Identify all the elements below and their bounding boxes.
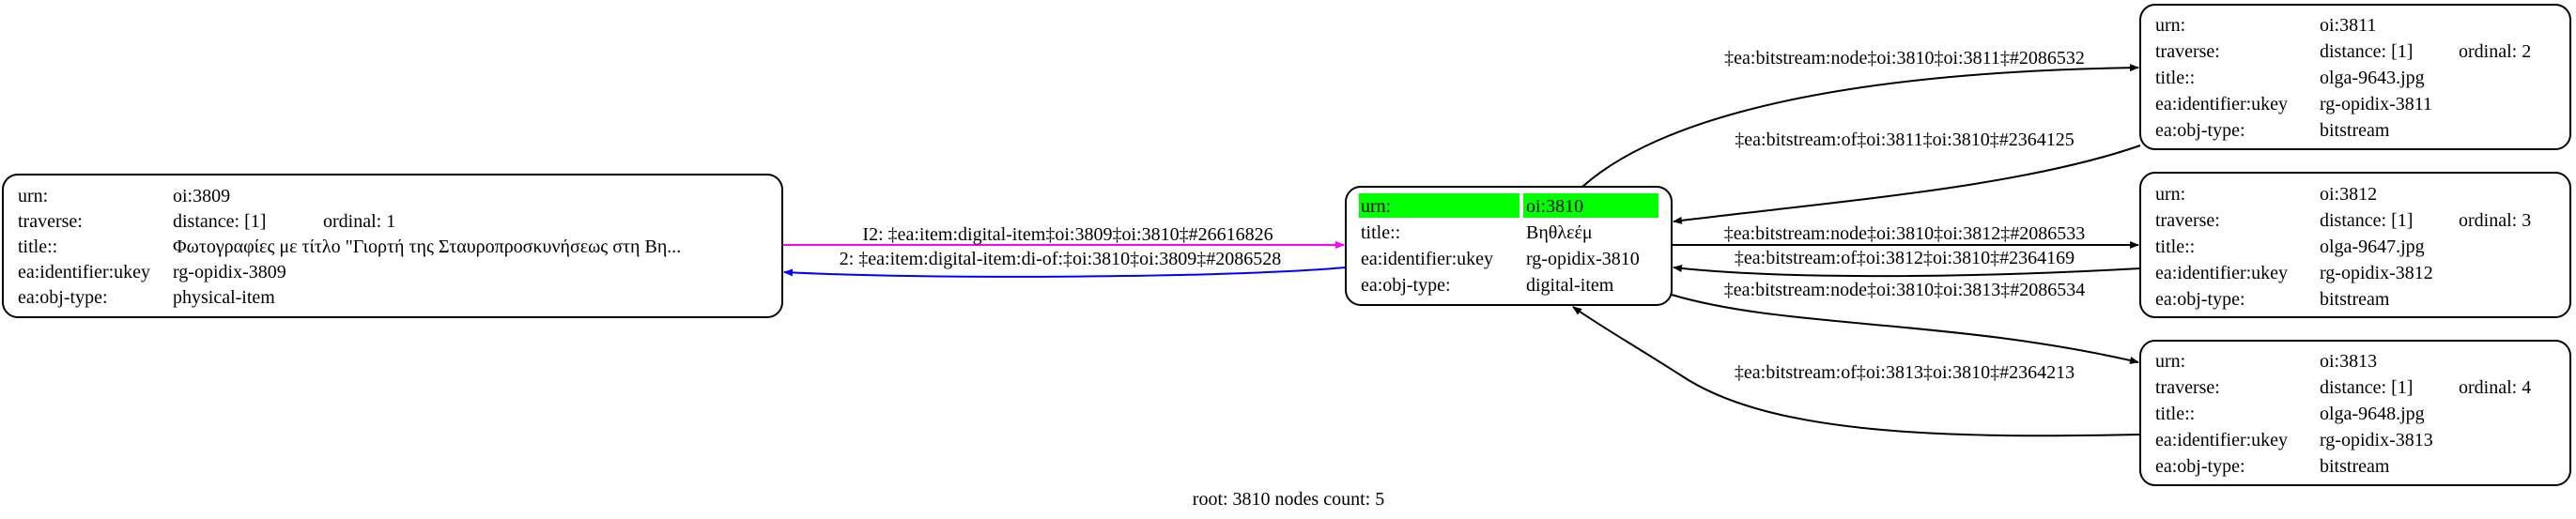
field-value-identifier-ukey: rg-opidix-3810 [1526,249,1640,269]
field-value-traverse: distance: [1] [173,211,266,232]
edge-label-3810-to-3813: ‡ea:bitstream:node‡oi:3810‡oi:3813‡#2086… [1724,280,2085,300]
edge-label-3813-to-3810: ‡ea:bitstream:of‡oi:3813‡oi:3810‡#236421… [1735,362,2075,383]
field-label-urn: urn: [2155,351,2185,372]
node-box [2139,4,2571,150]
field-label-traverse: traverse: [2155,210,2220,231]
edge-label-3810-to-3812: ‡ea:bitstream:node‡oi:3810‡oi:3812‡#2086… [1724,223,2085,244]
field-value-urn: oi:3810 [1526,196,1583,217]
edge-3810-to-3809 [783,267,1347,278]
field-value-title: olga-9647.jpg [2320,237,2425,257]
node-3813[interactable]: urn: oi:3813 traverse: distance: [1] ordinal… [2139,340,2571,486]
edge-label-3810-to-3809: 2: ‡ea:item:digital-item:di-of:‡oi:3810‡… [840,249,1282,269]
node-3810[interactable]: urn: oi:3810title::Βηθλεέμea:identifier:u… [1345,186,1673,306]
node-box [2,174,783,318]
field-label-title: title:: [2155,237,2195,257]
field-value-ordinal: ordinal: 3 [2459,210,2531,231]
edge-3811-to-3810 [1673,145,2141,224]
field-label-identifier-ukey: ea:identifier:ukey [1361,249,1493,269]
field-value-traverse: distance: [1] [2320,210,2413,231]
field-value-traverse: distance: [1] [2320,41,2413,62]
field-value-obj-type: bitstream [2320,120,2390,141]
highlight-cell [1523,193,1658,218]
edge-label-3810-to-3811: ‡ea:bitstream:node‡oi:3810‡oi:3811‡#2086… [1724,48,2085,69]
field-value-ordinal: ordinal: 4 [2459,377,2531,398]
edge-label-3809-to-3810: I2: ‡ea:item:digital-item‡oi:3809‡oi:381… [862,224,1273,245]
edge-label-3811-to-3810: ‡ea:bitstream:of‡oi:3811‡oi:3810‡#236412… [1735,130,2074,150]
field-value-traverse: distance: [1] [2320,377,2413,398]
field-label-obj-type: ea:obj-type: [1361,275,1451,296]
edges: I2: ‡ea:item:digital-item‡oi:3809‡oi:381… [782,48,2141,437]
field-value-title: olga-9643.jpg [2320,68,2425,88]
node-3812[interactable]: urn: oi:3812 traverse: distance: [1] ordinal… [2139,172,2571,318]
field-label-identifier-ukey: ea:identifier:ukey [18,262,150,282]
field-value-urn: oi:3812 [2320,184,2377,205]
node-box [2139,340,2571,486]
graph-caption: root: 3810 nodes count: 5 [1193,489,1384,510]
field-value-identifier-ukey: rg-opidix-3813 [2320,430,2433,450]
node-box [2139,172,2571,318]
edge-3812-to-3810 [1673,265,2141,278]
field-label-obj-type: ea:obj-type: [2155,456,2245,477]
field-label-urn: urn: [18,186,48,206]
field-value-obj-type: bitstream [2320,289,2390,310]
field-value-ordinal: ordinal: 2 [2459,41,2531,62]
field-label-obj-type: ea:obj-type: [2155,120,2245,141]
field-label-identifier-ukey: ea:identifier:ukey [2155,263,2288,283]
field-value-title: Φωτογραφίες με τίτλο "Γιορτή της Σταυροπ… [173,237,681,257]
field-label-obj-type: ea:obj-type: [2155,289,2245,310]
node-3809[interactable]: urn: oi:3809 traverse: distance: [1] ordinal… [2,174,783,318]
field-label-urn: urn: [2155,184,2185,205]
field-label-title: title:: [18,237,57,257]
field-value-title: olga-9648.jpg [2320,404,2425,424]
field-label-traverse: traverse: [2155,41,2220,62]
field-label-title: title:: [2155,404,2195,424]
field-value-identifier-ukey: rg-opidix-3809 [173,262,286,282]
field-value-obj-type: physical-item [173,287,275,308]
field-value-urn: oi:3811 [2320,15,2376,36]
node-3811[interactable]: urn: oi:3811 traverse: distance: [1] ordinal… [2139,4,2571,150]
edge-3810-to-3811 [1581,64,2139,188]
field-label-identifier-ukey: ea:identifier:ukey [2155,430,2288,450]
field-label-identifier-ukey: ea:identifier:ukey [2155,94,2288,114]
field-label-title: title:: [2155,68,2195,88]
field-label-title: title:: [1361,222,1400,243]
nodes: urn: oi:3809 traverse: distance: [1] ordinal… [2,4,2571,486]
field-label-urn: urn: [2155,15,2185,36]
field-value-obj-type: bitstream [2320,456,2390,477]
field-label-urn: urn: [1361,196,1391,217]
highlight-cell [1359,193,1519,218]
field-value-urn: oi:3813 [2320,351,2377,372]
edge-label-3812-to-3810: ‡ea:bitstream:of‡oi:3812‡oi:3810‡#236416… [1735,248,2075,268]
edge-3810-to-3813 [1671,294,2139,364]
field-label-obj-type: ea:obj-type: [18,287,108,308]
field-label-traverse: traverse: [2155,377,2220,398]
field-value-title: Βηθλεέμ [1526,222,1593,243]
field-value-identifier-ukey: rg-opidix-3812 [2320,263,2433,283]
edge-3813-to-3810 [1572,306,2141,437]
field-label-traverse: traverse: [18,211,83,232]
field-value-ordinal: ordinal: 1 [323,211,395,232]
field-value-identifier-ukey: rg-opidix-3811 [2320,94,2432,114]
field-value-obj-type: digital-item [1526,275,1614,296]
field-value-urn: oi:3809 [173,186,230,206]
